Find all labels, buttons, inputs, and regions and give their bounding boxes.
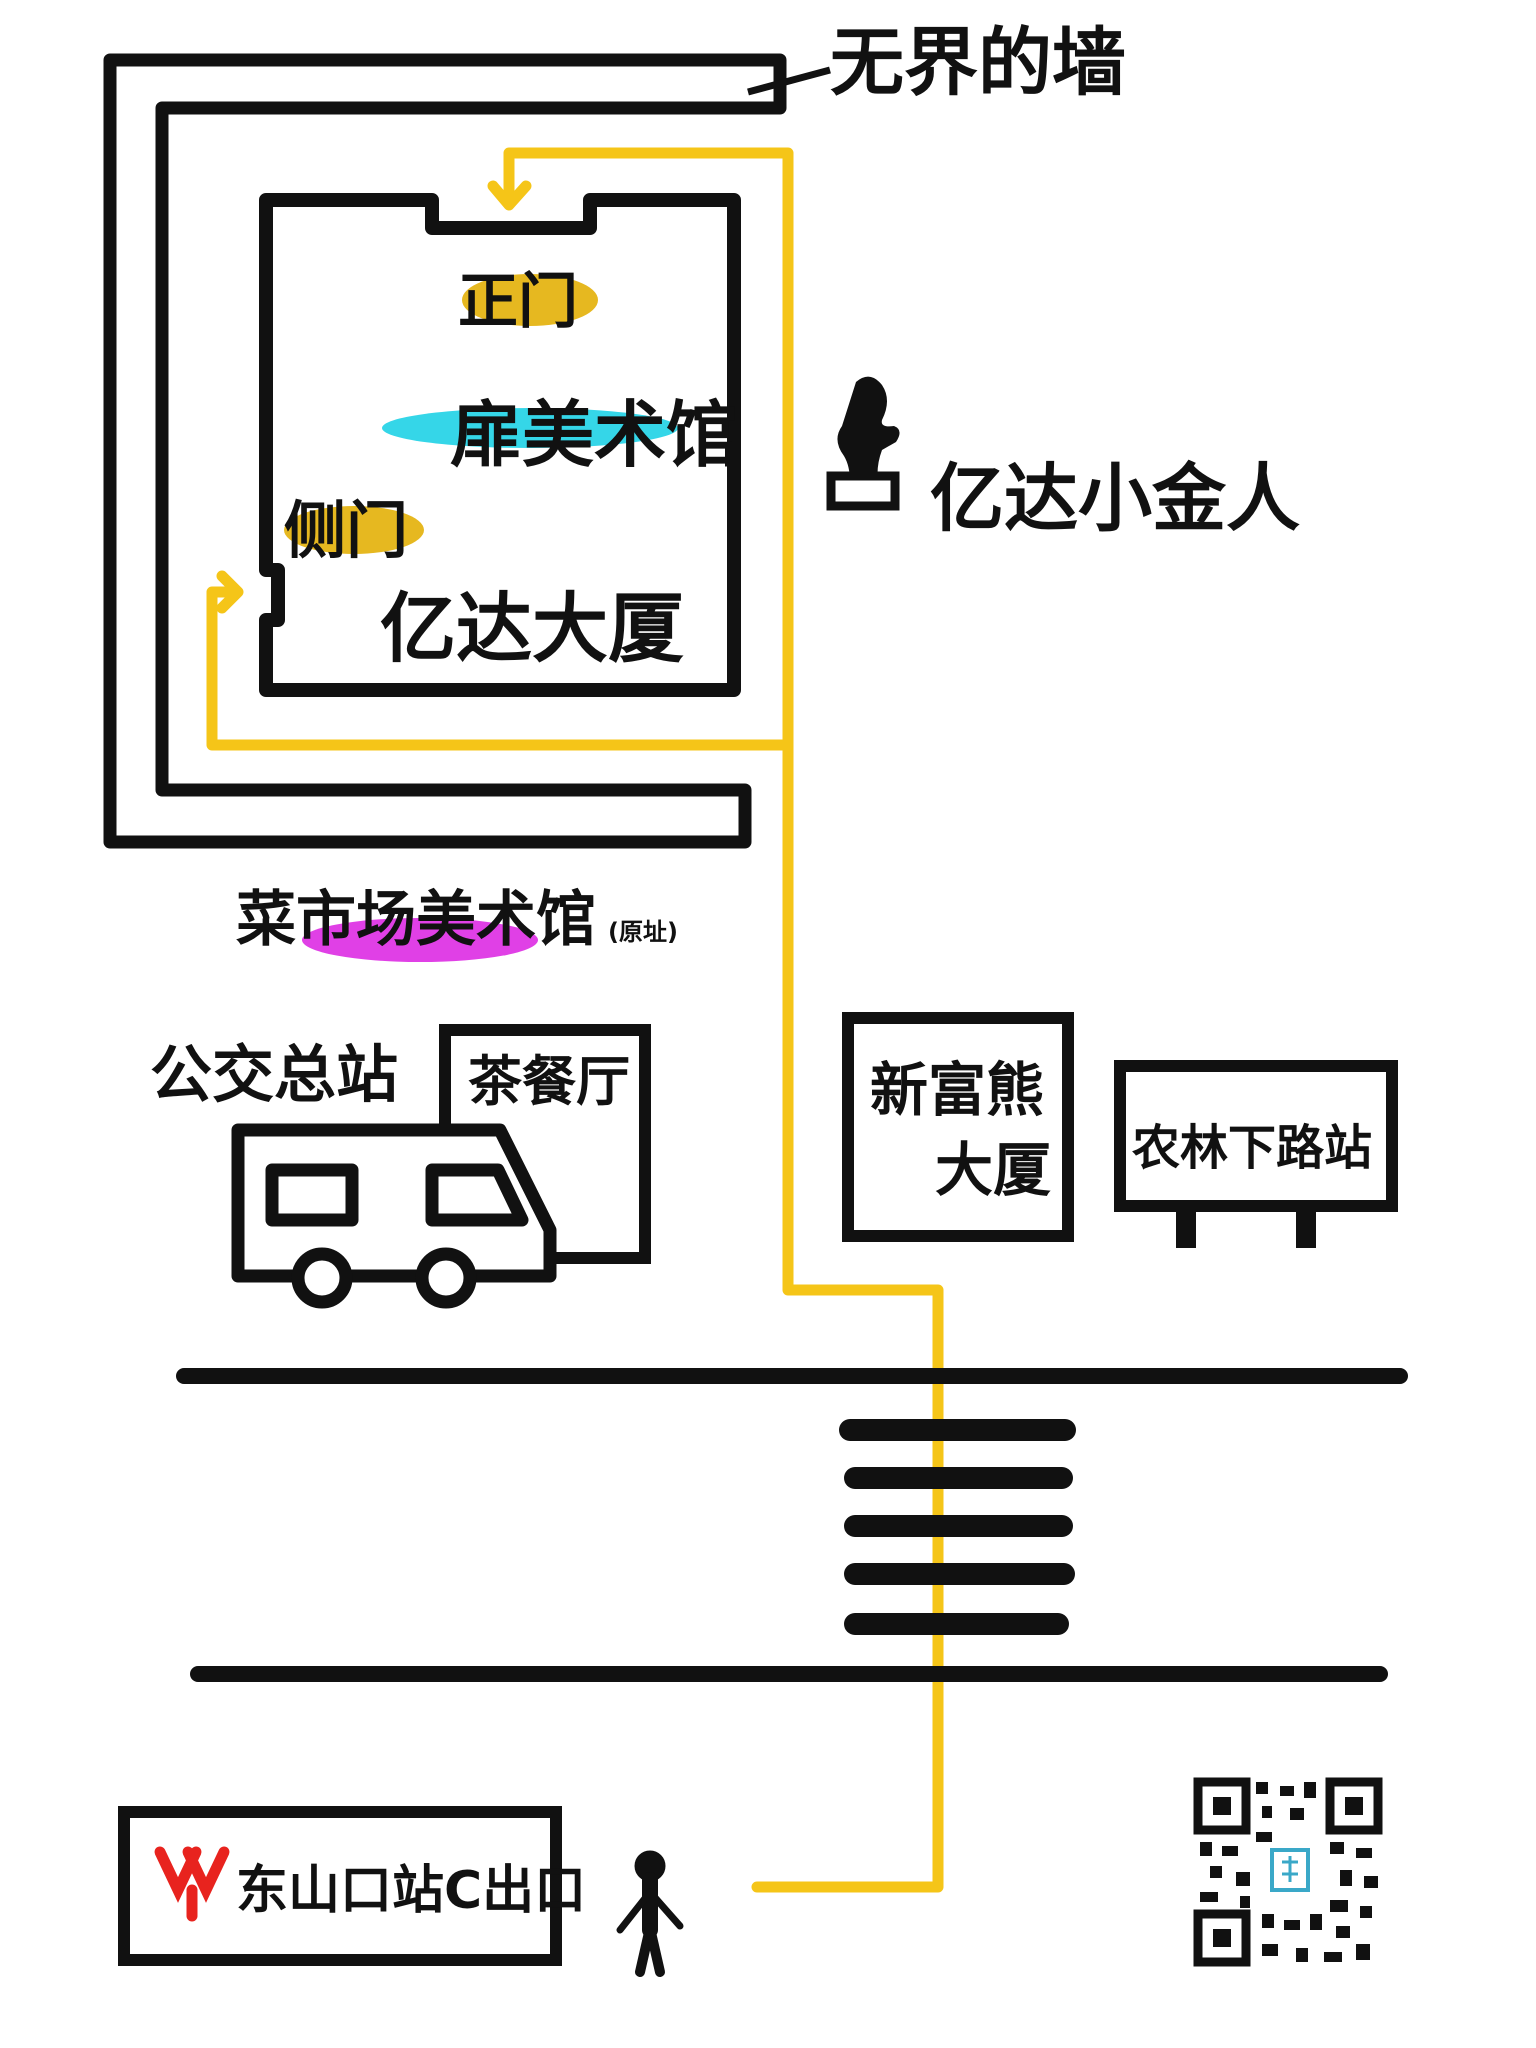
metro-exit-sign: 东山口站C出口 bbox=[118, 1806, 586, 1966]
xinfuxiong-label-line1: 新富熊 bbox=[870, 1056, 1044, 1124]
bus-terminal-label: 公交总站 bbox=[150, 1038, 398, 1111]
xinfuxiong-label-line2: 大厦 bbox=[935, 1136, 1051, 1204]
yida-building-label: 亿达大厦 bbox=[380, 584, 684, 673]
market-gallery-note: (原址) bbox=[608, 918, 678, 946]
metro-logo-icon bbox=[154, 1846, 230, 1922]
nonglin-stop-label: 农林下路站 bbox=[1132, 1120, 1372, 1176]
statue-icon bbox=[826, 376, 900, 511]
yida-building-outline bbox=[259, 193, 741, 697]
tea-restaurant-label: 茶餐厅 bbox=[468, 1050, 630, 1113]
crosswalk bbox=[839, 1419, 1076, 1635]
outer-wall bbox=[103, 53, 787, 849]
nonglin-stop-sign: 农林下路站 bbox=[1114, 1060, 1398, 1248]
side-gate-label: 侧门 bbox=[284, 494, 408, 567]
market-gallery-label: 菜市场美术馆 bbox=[236, 885, 596, 955]
side-gate-highlight bbox=[284, 506, 424, 554]
main-gate-label: 正门 bbox=[458, 267, 578, 337]
person-icon bbox=[616, 1850, 684, 1977]
outer-wall-label: 无界的墙 bbox=[830, 20, 1126, 106]
yi-gallery-label: 扉美术馆 bbox=[450, 393, 738, 477]
bus-icon bbox=[231, 1123, 557, 1309]
walking-route bbox=[206, 147, 944, 1893]
outer-wall-pointer bbox=[747, 66, 831, 96]
sculpture-label: 亿达小金人 bbox=[930, 456, 1300, 542]
metro-exit-label: 东山口站C出口 bbox=[236, 1861, 586, 1921]
market-gallery-highlight bbox=[302, 918, 538, 962]
yi-gallery-highlight bbox=[382, 408, 678, 448]
road bbox=[176, 1368, 1408, 1682]
main-gate-highlight bbox=[462, 274, 598, 326]
xinfuxiong-building: 新富熊 大厦 bbox=[842, 1012, 1074, 1242]
qr-code-icon bbox=[1193, 1777, 1383, 1967]
